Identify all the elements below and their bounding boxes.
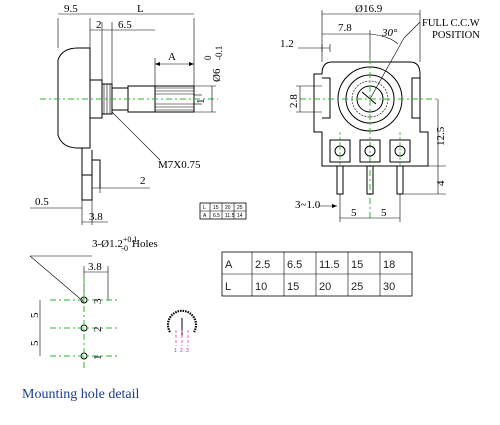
front-view: Ø16.9 7.8 30° FULL C.C.W POSITION 1.2 2.…: [280, 3, 480, 222]
dimension-table-cell: 6.5: [287, 259, 302, 271]
dim-3-1-0: 3~1.0: [295, 199, 321, 211]
small-table-cell: 14: [237, 213, 243, 219]
mount-dim-5-top: 5: [29, 312, 41, 318]
dim-0-5: 0.5: [35, 196, 49, 208]
dim-3-8-side: 3.8: [89, 211, 103, 223]
side-view: 9.5 L 2 6.5 A Ø6 0 -0.1 1 M7X0.75 2 0.5: [30, 3, 224, 225]
dimension-table: AL 2.5 10 6.5 15 11.5 20 15 25 18 30: [221, 251, 413, 297]
small-table-cell: A: [203, 213, 207, 219]
dimension-table-cell: L: [225, 281, 231, 293]
dim-l: L: [137, 3, 144, 15]
dim-9-5: 9.5: [64, 3, 78, 15]
pin-3-label: 3: [92, 298, 104, 304]
dimension-table-cell: 15: [351, 259, 363, 271]
dim-7-8: 7.8: [338, 22, 352, 34]
mount-dim-5-bottom: 5: [29, 340, 41, 346]
small-table-cell: 11.5: [225, 213, 235, 219]
schem-pin-2: 2: [180, 348, 183, 354]
dim-2-bottom: 2: [140, 175, 146, 187]
dimension-table-cell: 10: [255, 281, 267, 293]
dimension-table-cell: 2.5: [255, 259, 270, 271]
dim-4: 4: [435, 180, 447, 186]
dim-1-2: 1.2: [280, 38, 294, 50]
dimension-table-cell: 20: [319, 281, 331, 293]
dimension-table-cell: 15: [287, 281, 299, 293]
dim-front-dia: Ø16.9: [355, 3, 383, 15]
dim-1: 1: [195, 99, 207, 105]
schem-pin-1: 1: [174, 348, 177, 354]
thread-label: M7X0.75: [158, 159, 201, 171]
note-position: POSITION: [432, 30, 480, 41]
mounting-caption: Mounting hole detail: [22, 387, 140, 402]
dimension-table-cell: 25: [351, 281, 363, 293]
pin-1-label: 1: [92, 355, 104, 361]
dim-6-5: 6.5: [118, 19, 132, 31]
dim-12-5: 12.5: [435, 126, 447, 146]
pin-2-label: 2: [92, 327, 104, 333]
dimension-table-cell: 11.5: [319, 259, 340, 271]
dimension-table-cell: A: [225, 259, 233, 271]
mount-dim-3-8: 3.8: [88, 261, 102, 273]
note-full-ccw: FULL C.C.W: [422, 18, 480, 29]
dimension-table-cell: 18: [383, 259, 395, 271]
dim-2-top: 2: [96, 19, 102, 31]
terminal-leg: [81, 148, 93, 201]
small-table-cell: 15: [213, 205, 219, 211]
dim-shaft-tol-upper: 0: [203, 55, 213, 60]
schem-pin-3: 3: [186, 348, 189, 354]
dim-shaft-tol-lower: -0.1: [214, 46, 224, 60]
dim-shaft-dia: Ø6: [211, 68, 223, 82]
small-table-cell: 6.5: [213, 213, 220, 219]
small-table-cell: 25: [237, 205, 243, 211]
dim-2-8: 2.8: [288, 94, 300, 108]
housing-outline: [57, 47, 91, 149]
dim-a: A: [168, 51, 176, 63]
resistor-arc: [166, 309, 198, 333]
dimension-table-cell: 30: [383, 281, 395, 293]
small-table: LA 15 6.5 20 11.525 14: [199, 202, 247, 220]
dim-5-left: 5: [351, 207, 357, 219]
front-body-outline: [313, 61, 429, 167]
dim-5-right: 5: [381, 207, 387, 219]
schematic-symbol: 1 2 3: [166, 309, 198, 354]
dim-angle: 30°: [381, 27, 398, 39]
small-table-cell: 20: [225, 205, 231, 211]
small-table-cell: L: [203, 205, 206, 211]
